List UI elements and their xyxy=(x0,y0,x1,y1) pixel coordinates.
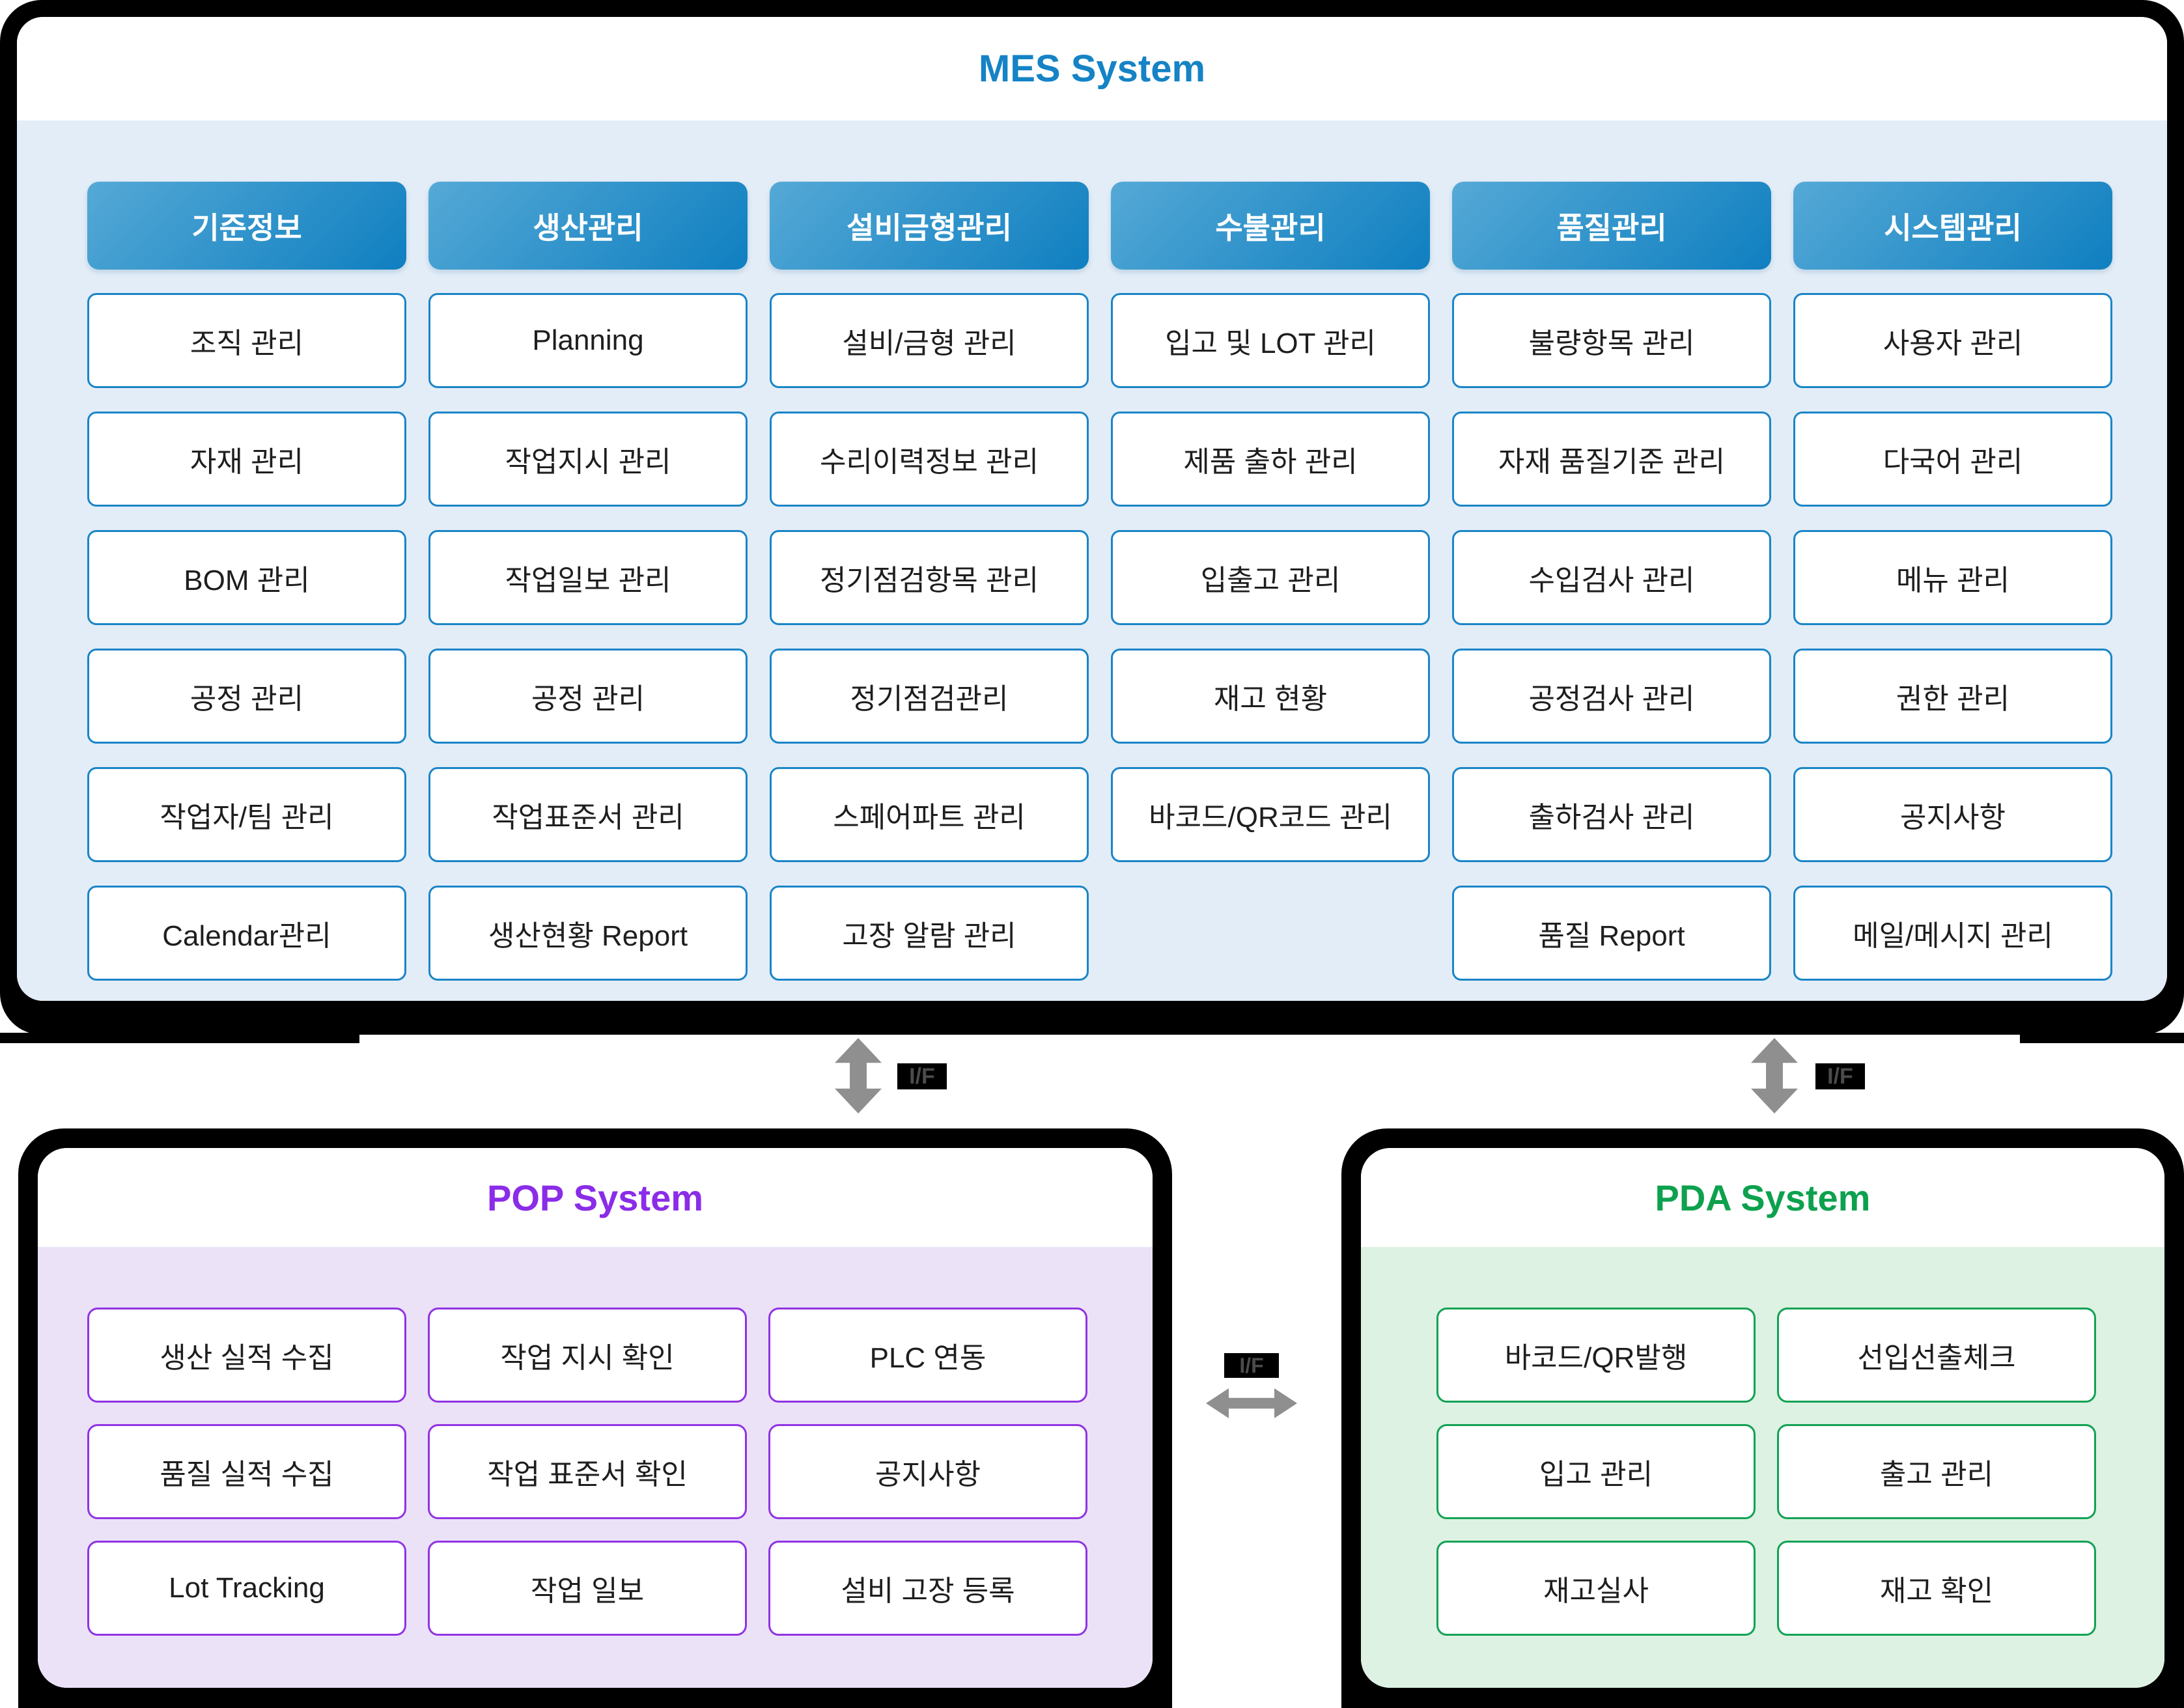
mes-item-box: 품질 Report xyxy=(1452,886,1771,981)
mes-item-box: 공정 관리 xyxy=(428,649,748,744)
pda-item-box: 선입선출체크 xyxy=(1777,1308,2096,1403)
mes-item-box: 자재 품질기준 관리 xyxy=(1452,412,1771,507)
mes-item-box: 수입검사 관리 xyxy=(1452,530,1771,625)
pop-item-box: 작업 지시 확인 xyxy=(428,1308,747,1403)
pop-item-box: 품질 실적 수집 xyxy=(87,1424,406,1519)
mes-frame-foot-left xyxy=(0,1033,359,1043)
mes-item-box: 사용자 관리 xyxy=(1793,293,2112,388)
mes-column-header: 생산관리 xyxy=(428,182,748,270)
mes-item-box: 작업표준서 관리 xyxy=(428,767,748,862)
mes-item-box: 공지사항 xyxy=(1793,767,2112,862)
pop-header-band: POP System xyxy=(38,1148,1153,1247)
mes-item-box: 권한 관리 xyxy=(1793,649,2112,744)
mes-item-box: 정기점검관리 xyxy=(770,649,1089,744)
pda-system-title: PDA System xyxy=(1655,1177,1871,1218)
mes-item-box: 자재 관리 xyxy=(87,412,406,507)
mes-item-box: 제품 출하 관리 xyxy=(1111,412,1430,507)
mes-item-box: 정기점검항목 관리 xyxy=(770,530,1089,625)
pop-pda-interface-arrow-icon xyxy=(1206,1388,1297,1418)
mes-column-header: 설비금형관리 xyxy=(770,182,1089,270)
mes-item-box: 재고 현황 xyxy=(1111,649,1430,744)
mes-frame-foot-right xyxy=(2020,1033,2184,1043)
pda-item-box: 입고 관리 xyxy=(1436,1424,1756,1519)
pop-system-title: POP System xyxy=(486,1177,704,1218)
pop-item-box: Lot Tracking xyxy=(87,1541,406,1636)
pop-item-box: 설비 고장 등록 xyxy=(768,1541,1087,1636)
mes-item-box: 고장 알람 관리 xyxy=(770,886,1089,981)
mes-item-box: 작업일보 관리 xyxy=(428,530,748,625)
mes-pop-interface-arrow-icon xyxy=(835,1038,882,1113)
mes-item-box: 메일/메시지 관리 xyxy=(1793,886,2112,981)
pda-header-band: PDA System xyxy=(1361,1148,2164,1247)
pop-item-box: PLC 연동 xyxy=(768,1308,1087,1403)
pop-item-box: 작업 일보 xyxy=(428,1541,747,1636)
mes-item-box: 작업자/팀 관리 xyxy=(87,767,406,862)
mes-item-box: 공정 관리 xyxy=(87,649,406,744)
mes-header-band: MES System xyxy=(17,17,2167,120)
mes-pda-interface-arrow-icon xyxy=(1751,1038,1798,1113)
pop-pda-interface-label: I/F xyxy=(1224,1353,1279,1378)
mes-item-box: 공정검사 관리 xyxy=(1452,649,1771,744)
mes-pop-interface-label: I/F xyxy=(897,1063,947,1089)
mes-column-header: 수불관리 xyxy=(1111,182,1430,270)
pda-item-box: 재고 확인 xyxy=(1777,1541,2096,1636)
pop-item-box: 공지사항 xyxy=(768,1424,1087,1519)
mes-item-box: BOM 관리 xyxy=(87,530,406,625)
mes-pda-interface-label: I/F xyxy=(1815,1063,1865,1089)
mes-item-box: Calendar관리 xyxy=(87,886,406,981)
mes-item-box: 바코드/QR코드 관리 xyxy=(1111,767,1430,862)
mes-item-box: 생산현황 Report xyxy=(428,886,748,981)
mes-item-box: 수리이력정보 관리 xyxy=(770,412,1089,507)
mes-item-box: 메뉴 관리 xyxy=(1793,530,2112,625)
mes-item-box: 설비/금형 관리 xyxy=(770,293,1089,388)
mes-system-title: MES System xyxy=(978,48,1206,90)
pop-item-box: 생산 실적 수집 xyxy=(87,1308,406,1403)
mes-column-header: 품질관리 xyxy=(1452,182,1771,270)
mes-item-box: Planning xyxy=(428,293,748,388)
mes-item-box: 출하검사 관리 xyxy=(1452,767,1771,862)
pda-item-box: 출고 관리 xyxy=(1777,1424,2096,1519)
pda-item-box: 바코드/QR발행 xyxy=(1436,1308,1756,1403)
pda-item-box: 재고실사 xyxy=(1436,1541,1756,1636)
mes-item-box: 입고 및 LOT 관리 xyxy=(1111,293,1430,388)
pop-item-box: 작업 표준서 확인 xyxy=(428,1424,747,1519)
mes-item-box: 불량항목 관리 xyxy=(1452,293,1771,388)
mes-column-header: 시스템관리 xyxy=(1793,182,2112,270)
mes-item-box: 다국어 관리 xyxy=(1793,412,2112,507)
mes-column-header: 기준정보 xyxy=(87,182,406,270)
mes-item-box: 작업지시 관리 xyxy=(428,412,748,507)
mes-item-box: 입출고 관리 xyxy=(1111,530,1430,625)
mes-item-box: 조직 관리 xyxy=(87,293,406,388)
mes-item-box: 스페어파트 관리 xyxy=(770,767,1089,862)
